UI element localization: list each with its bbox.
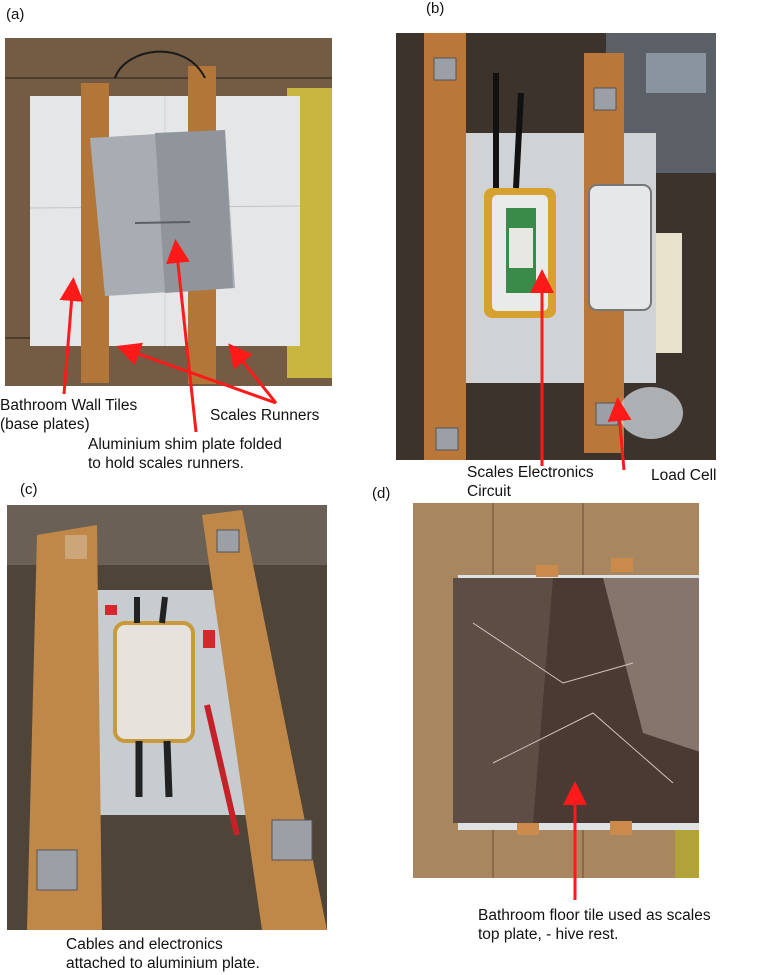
caption-bathroom-wall-tiles: Bathroom Wall Tiles (base plates) [0, 397, 138, 433]
caption-floor-tile: Bathroom floor tile used as scales top p… [478, 907, 711, 943]
caption-scales-electronics: Scales Electronics Circuit [467, 464, 594, 500]
photo-b-illustration [396, 33, 716, 460]
caption-aluminium-shim: Aluminium shim plate folded to hold scal… [88, 436, 282, 472]
panel-label-c: (c) [20, 481, 38, 498]
panel-label-a: (a) [6, 6, 25, 23]
photo-a-base-plates [5, 38, 332, 386]
panel-label-b: (b) [426, 0, 445, 17]
panel-label-d: (d) [372, 485, 391, 502]
caption-load-cell: Load Cell [651, 467, 717, 484]
photo-d-floor-tile [413, 503, 699, 878]
photo-b-electronics [396, 33, 716, 460]
photo-c-illustration [7, 505, 327, 930]
caption-cables-electronics: Cables and electronics attached to alumi… [66, 936, 260, 972]
photo-a-illustration [5, 38, 332, 386]
photo-c-cables [7, 505, 327, 930]
caption-scales-runners: Scales Runners [210, 407, 320, 424]
photo-d-illustration [413, 503, 699, 878]
